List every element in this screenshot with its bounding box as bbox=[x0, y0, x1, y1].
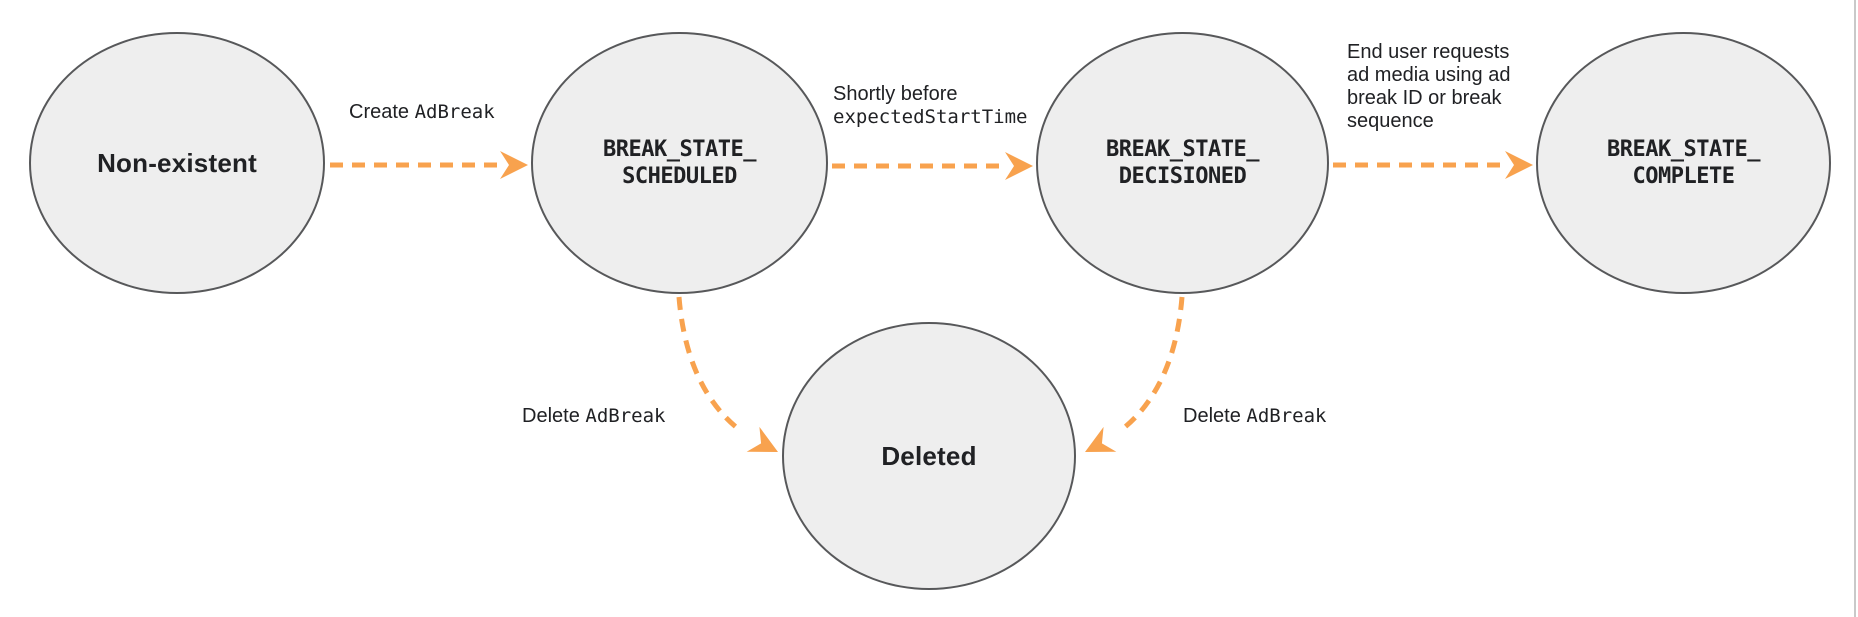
transition-arrow-end-user-requests bbox=[1333, 151, 1533, 179]
content-right-border bbox=[1854, 0, 1856, 617]
transition-label-delete-adbreak-right: Delete AdBreak bbox=[1183, 405, 1327, 427]
transition-label-create-adbreak: Create AdBreak bbox=[349, 101, 495, 123]
state-node-break-state-scheduled: BREAK_STATE_ SCHEDULED bbox=[531, 32, 828, 294]
state-node-deleted: Deleted bbox=[782, 322, 1076, 590]
transition-arrow-delete-adbreak-left bbox=[676, 296, 778, 452]
state-node-break-state-decisioned: BREAK_STATE_ DECISIONED bbox=[1036, 32, 1329, 294]
state-label-break-state-scheduled: BREAK_STATE_ SCHEDULED bbox=[603, 137, 756, 189]
state-node-non-existent: Non-existent bbox=[29, 32, 325, 294]
state-node-break-state-complete: BREAK_STATE_ COMPLETE bbox=[1536, 32, 1831, 294]
state-label-break-state-decisioned: BREAK_STATE_ DECISIONED bbox=[1106, 137, 1259, 189]
transition-label-end-user-requests: End user requests ad media using ad brea… bbox=[1347, 41, 1511, 132]
transition-label-shortly-before: Shortly before expectedStartTime bbox=[833, 83, 1028, 128]
state-label-non-existent: Non-existent bbox=[97, 147, 257, 178]
state-label-break-state-complete: BREAK_STATE_ COMPLETE bbox=[1607, 137, 1760, 189]
transition-arrow-create-adbreak bbox=[330, 151, 528, 179]
transition-label-delete-adbreak-left: Delete AdBreak bbox=[522, 405, 666, 427]
state-label-deleted: Deleted bbox=[881, 440, 977, 471]
transition-arrow-delete-adbreak-right bbox=[1085, 296, 1185, 452]
transition-arrow-shortly-before bbox=[832, 152, 1033, 180]
